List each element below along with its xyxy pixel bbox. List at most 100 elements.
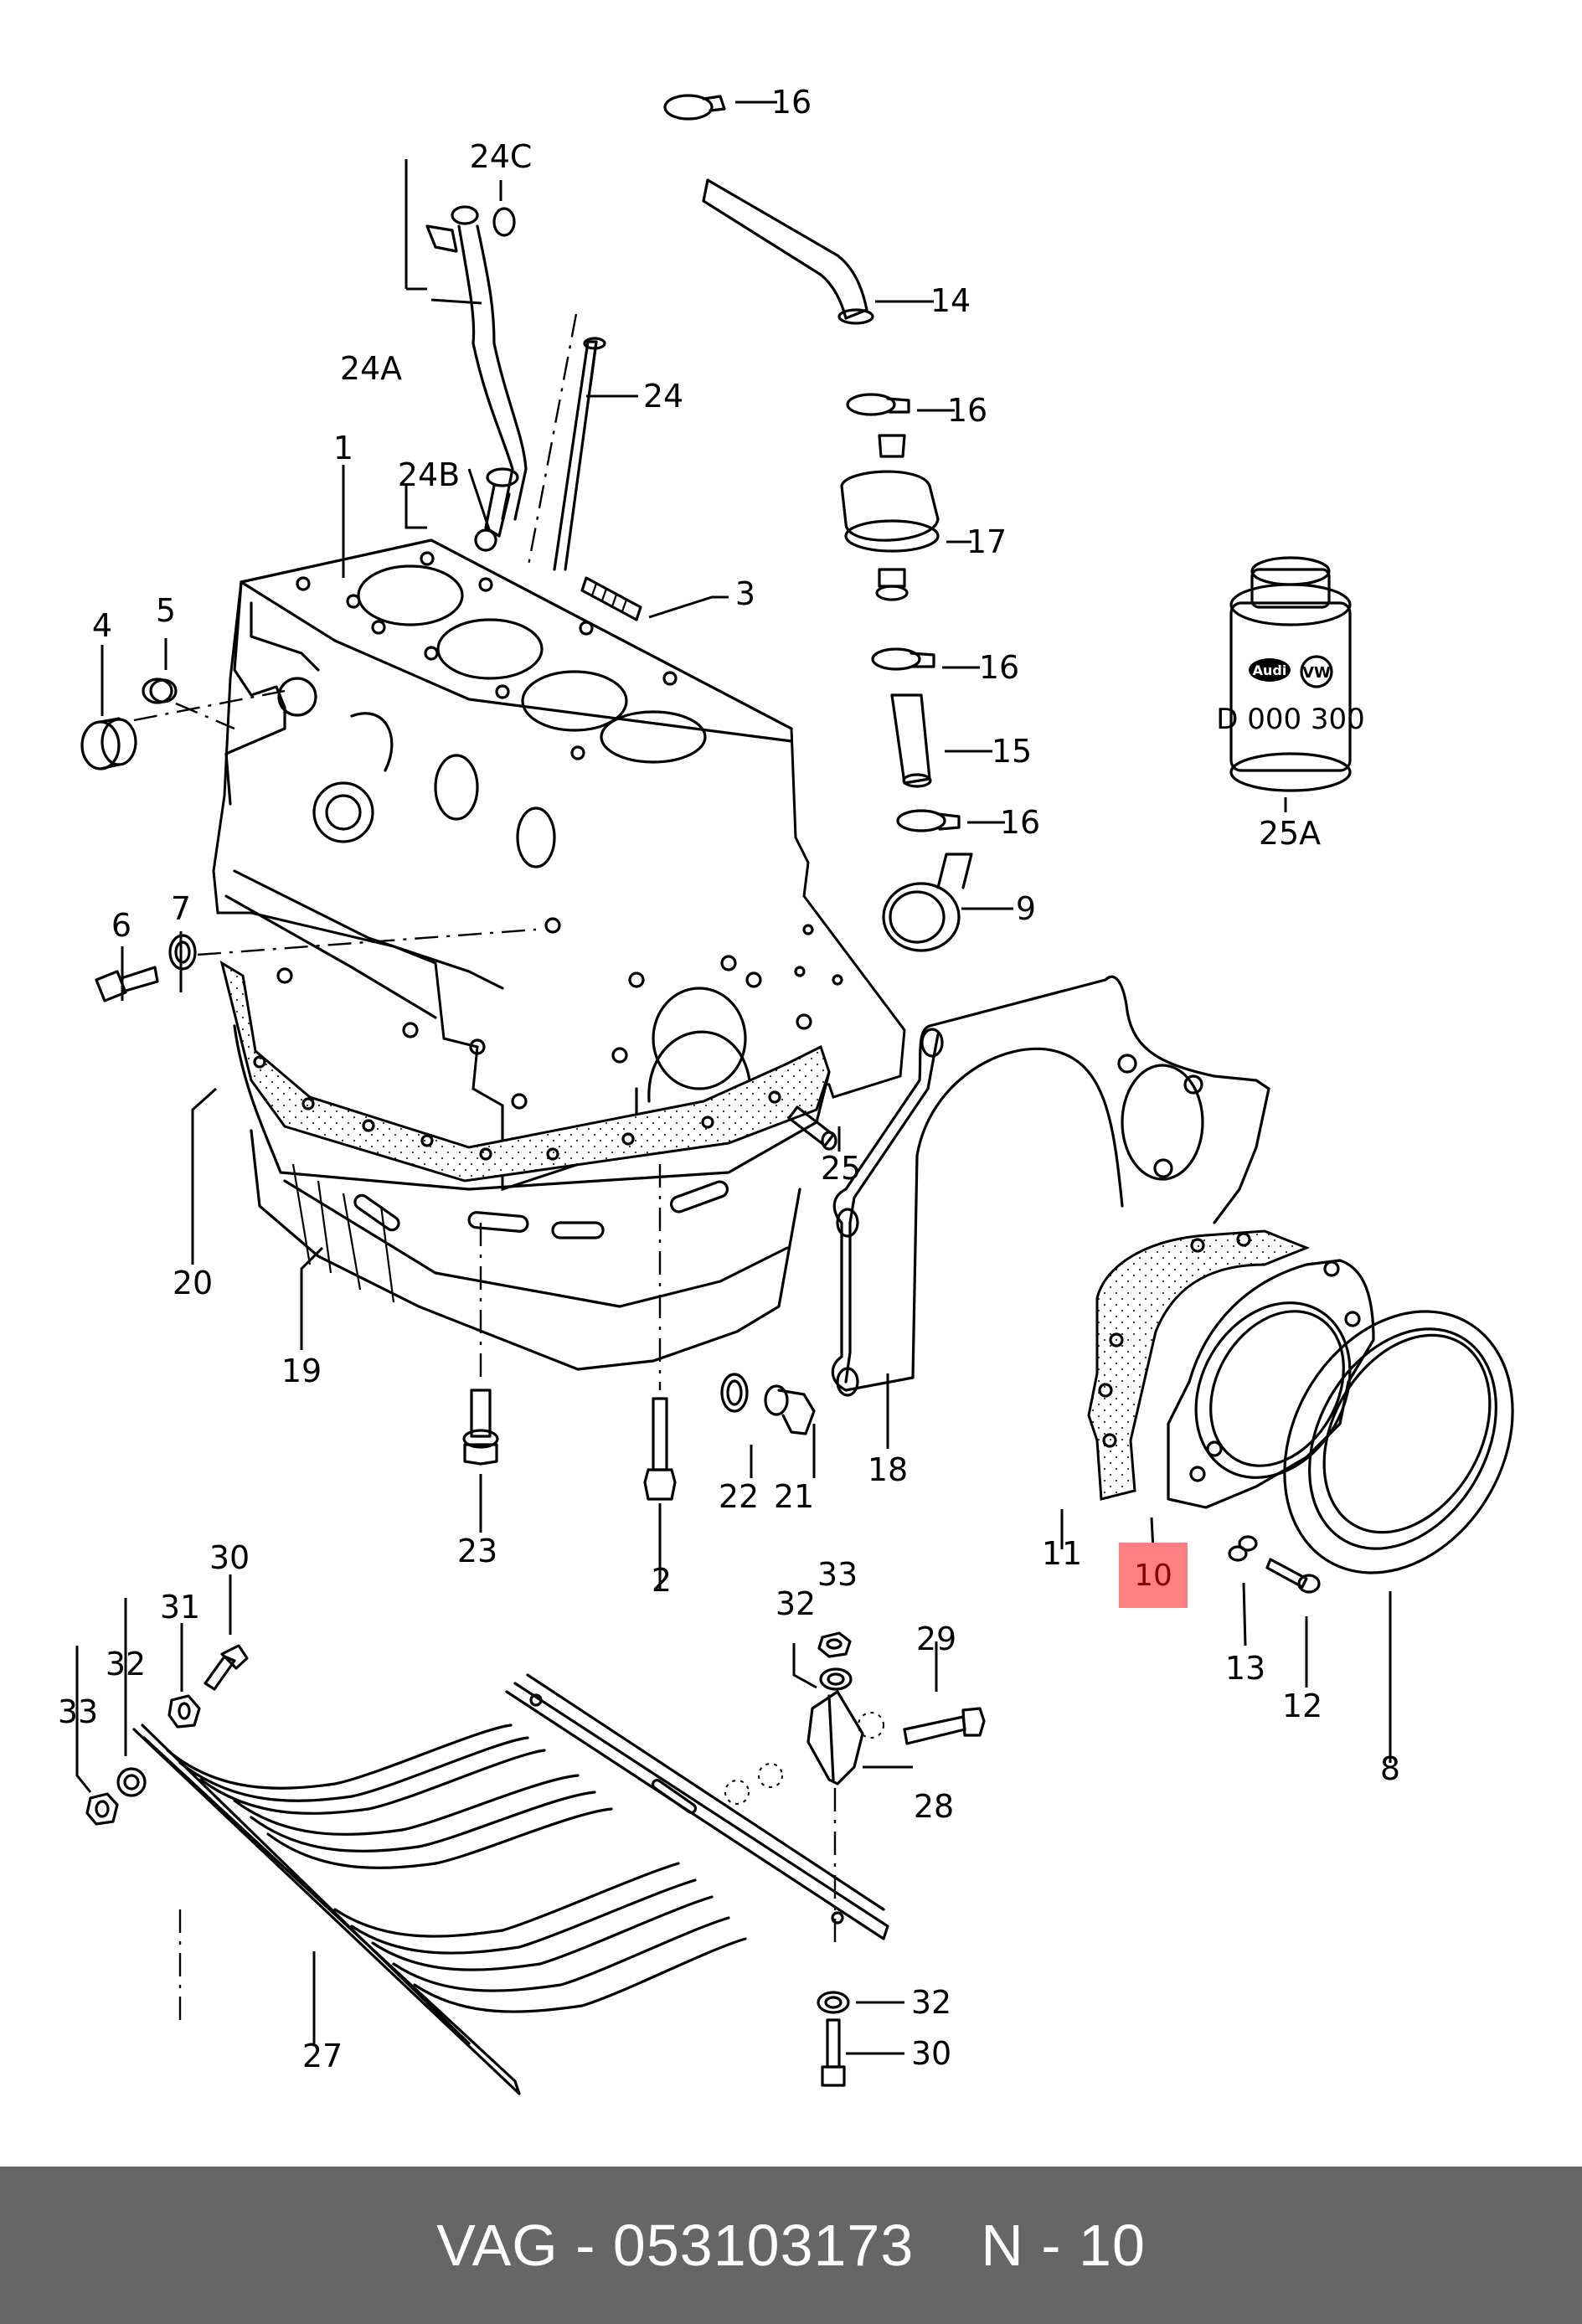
highlighted-callout-label: 10 [1134, 1558, 1172, 1593]
flange-gasket [1087, 1229, 1311, 1501]
callout-16-bottom[interactable]: 16 [1000, 804, 1040, 841]
breather-valve [840, 434, 940, 601]
oil-pan [233, 1024, 831, 1371]
oil-baffle [132, 1673, 889, 2095]
oil-pan-gasket [219, 960, 831, 1183]
vw-logo-text: VW [1302, 664, 1331, 682]
hose-clamp [663, 94, 726, 121]
highlighted-callout-10[interactable]: 10 [1119, 1543, 1188, 1608]
callout-16-top[interactable]: 16 [771, 84, 812, 121]
intermediate-plate [831, 975, 1270, 1397]
callout-32-left[interactable]: 32 [106, 1646, 146, 1682]
crankshaft-oil-seal [1283, 1310, 1514, 1574]
position-text: N - 10 [981, 2213, 1146, 2278]
callout-30-right[interactable]: 30 [911, 2035, 951, 2072]
callout-25A[interactable]: 25A [1259, 815, 1321, 852]
cap [142, 678, 178, 704]
callout-5[interactable]: 5 [156, 592, 176, 629]
breather-hose [702, 178, 874, 325]
callout-7[interactable]: 7 [171, 890, 191, 927]
hex-nut [85, 1792, 119, 1826]
audi-logo [1249, 658, 1291, 682]
callout-8[interactable]: 8 [1380, 1750, 1400, 1787]
bolt [204, 1644, 249, 1691]
parts-diagram: Audi VW D 000 300 [58, 84, 1514, 2095]
callout-22[interactable]: 22 [719, 1478, 759, 1515]
callout-12[interactable]: 12 [1282, 1688, 1322, 1724]
washer [168, 934, 197, 971]
washer [116, 1767, 147, 1797]
drain-plug-seal [720, 1373, 749, 1413]
cylinder-bore [521, 670, 628, 732]
dipstick [526, 313, 606, 571]
callout-28[interactable]: 28 [914, 1788, 954, 1825]
spring-washer [724, 1712, 884, 1805]
callout-16-lower[interactable]: 16 [979, 649, 1019, 686]
callout-31[interactable]: 31 [160, 1589, 200, 1626]
callout-2[interactable]: 2 [652, 1562, 672, 1599]
part-number-text: VAG - 053103173 [436, 2213, 915, 2278]
callout-19[interactable]: 19 [281, 1353, 322, 1389]
part-info-footer: VAG - 053103173 N - 10 [0, 2167, 1582, 2324]
flange-bolt [462, 1389, 499, 1466]
callout-33-right[interactable]: 33 [817, 1556, 858, 1593]
dipstick-guide-tube [425, 205, 528, 552]
callout-33-left[interactable]: 33 [58, 1693, 98, 1730]
hose-clamp [896, 809, 961, 832]
callout-16-upper[interactable]: 16 [947, 392, 987, 429]
callout-15[interactable]: 15 [992, 733, 1032, 770]
stud [580, 576, 642, 621]
callout-11[interactable]: 11 [1042, 1535, 1082, 1572]
callout-21[interactable]: 21 [774, 1478, 814, 1515]
washer [819, 1667, 853, 1691]
vw-logo [1300, 655, 1333, 688]
callout-32-upper[interactable]: 32 [776, 1585, 816, 1622]
drain-plug [764, 1384, 816, 1435]
callout-13[interactable]: 13 [1225, 1650, 1265, 1687]
callout-1[interactable]: 1 [333, 430, 353, 466]
callout-24[interactable]: 24 [643, 378, 683, 415]
callout-24A[interactable]: 24A [340, 350, 402, 387]
hex-nut [167, 1694, 201, 1729]
callout-9[interactable]: 9 [1016, 890, 1036, 927]
callout-24C[interactable]: 24C [470, 138, 533, 175]
engine-block [212, 538, 906, 1192]
oil-seal-ring [492, 207, 516, 237]
hose-clamp [871, 647, 935, 671]
mounting-bracket [806, 1690, 864, 1786]
callout-14[interactable]: 14 [930, 282, 971, 319]
bolt [95, 966, 159, 1002]
hex-nut [817, 1631, 852, 1658]
hex-bolt [643, 1397, 677, 1501]
callout-30-left[interactable]: 30 [209, 1539, 250, 1576]
dowel-sleeve [787, 1105, 837, 1151]
callout-labels: 1 2 3 4 5 6 7 8 9 11 12 13 14 15 16 16 1… [58, 84, 1400, 2074]
leader-lines [75, 100, 1392, 2055]
sealant-can: Audi VW D 000 300 [1216, 556, 1365, 792]
sealing-plug [80, 717, 137, 770]
flange-bolt [1265, 1558, 1321, 1594]
callout-20[interactable]: 20 [173, 1265, 213, 1301]
cylinder-bore [357, 564, 464, 626]
callout-17[interactable]: 17 [966, 523, 1007, 560]
callout-32-lower[interactable]: 32 [911, 1984, 951, 2021]
washer [817, 1991, 850, 2014]
connecting-hose [890, 693, 932, 788]
breather-connector [882, 853, 973, 952]
callout-6[interactable]: 6 [111, 907, 131, 944]
spring-washer [1228, 1535, 1258, 1562]
callout-23[interactable]: 23 [457, 1533, 497, 1569]
can-part-code: D 000 300 [1216, 703, 1365, 736]
audi-logo-text: Audi [1253, 662, 1287, 678]
callout-27[interactable]: 27 [302, 2038, 343, 2074]
callout-24B[interactable]: 24B [398, 456, 460, 493]
bolt [821, 2018, 846, 2087]
callout-29[interactable]: 29 [916, 1621, 956, 1657]
callout-4[interactable]: 4 [92, 607, 112, 644]
hose-clamp [846, 393, 910, 416]
callout-18[interactable]: 18 [868, 1451, 908, 1488]
hex-bolt [903, 1707, 986, 1745]
callout-3[interactable]: 3 [735, 575, 755, 612]
callout-25[interactable]: 25 [821, 1150, 861, 1187]
cylinder-bore [436, 618, 544, 680]
